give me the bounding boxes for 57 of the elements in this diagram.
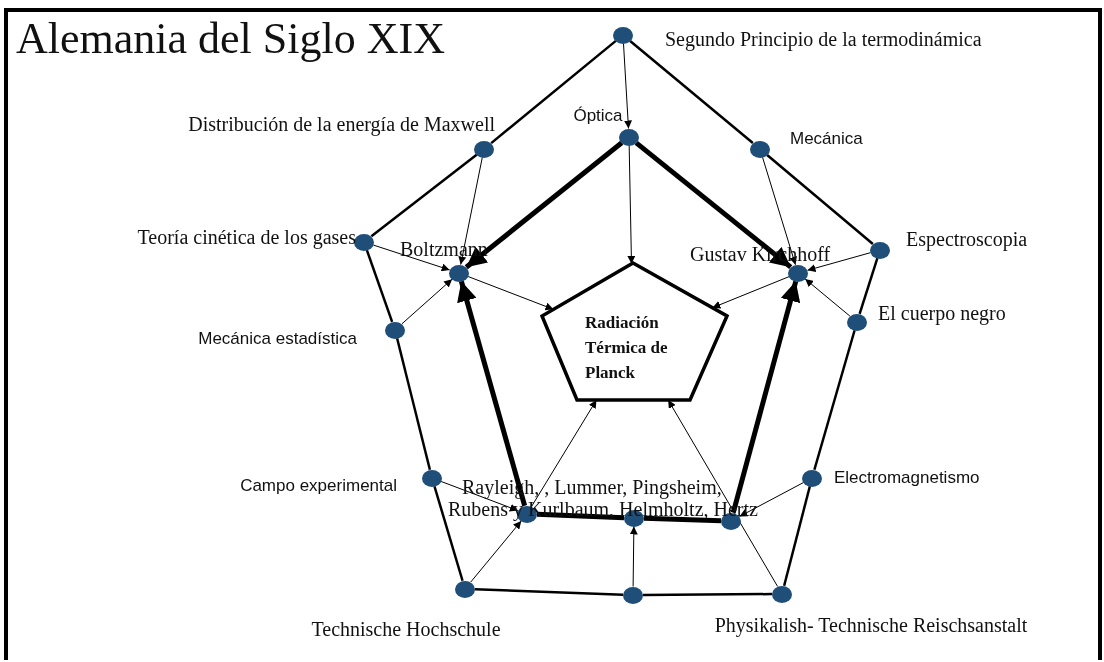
title: Alemania del Siglo XIX [16,14,445,65]
node-caption: Mecánica [790,128,863,149]
node-caption: Mecánica estadística [198,328,357,349]
node-caption: Segundo Principio de la termodinámica [665,28,982,51]
pentagon-node [540,261,729,402]
node-caption: Electromagnetismo [834,467,980,488]
connector-line [490,39,617,145]
connector-line [813,329,856,471]
node-caption: Physikalish- Technische Reischsanstalt [714,614,1028,637]
thick-connector [464,140,624,270]
connector-line [370,153,478,238]
connector-line [474,588,624,596]
node-dot [619,128,639,146]
arrow [401,278,453,325]
node-dot [422,469,442,487]
connector-line [858,257,879,315]
connector-line [766,154,874,245]
arrow [804,278,851,317]
node-label: Radiación Térmica de Planck [585,312,669,384]
node-dot [354,233,374,251]
node-dot [623,586,643,604]
arrow [629,526,638,587]
node-dot [449,264,469,282]
node-dot [750,140,770,158]
node-dot [772,585,792,603]
connector-line [365,249,394,323]
node-caption: Distribución de la energía de Maxwell [188,113,495,136]
node-dot [385,321,405,339]
node-dot [474,140,494,158]
arrow [762,156,797,266]
node-caption: Technische Hochschule [311,618,501,641]
connector-line [629,40,754,144]
connector-line [782,486,812,586]
thick-connector [634,140,793,270]
connector-line [395,338,432,470]
arrow [623,43,632,129]
arrow [467,276,554,311]
node-dot [802,469,822,487]
arrow [470,520,522,583]
node-dot [788,264,808,282]
node-caption: Óptica [573,105,623,126]
arrow [807,252,871,273]
node-caption: El cuerpo negro [878,302,1006,325]
arrow [627,145,636,265]
node-dot [613,26,633,44]
node-dot [870,241,890,259]
node-caption: Teoría cinética de los gases [137,226,356,249]
node-dot [455,580,475,598]
node-caption: Espectroscopia [906,228,1028,251]
connector-line [433,485,464,582]
arrow [739,482,804,517]
node-dot [847,313,867,331]
arrow [458,156,483,266]
thick-connector [457,280,528,507]
node-caption: Campo experimental [240,475,397,496]
connector-line [643,592,772,597]
thick-connector [730,280,801,514]
